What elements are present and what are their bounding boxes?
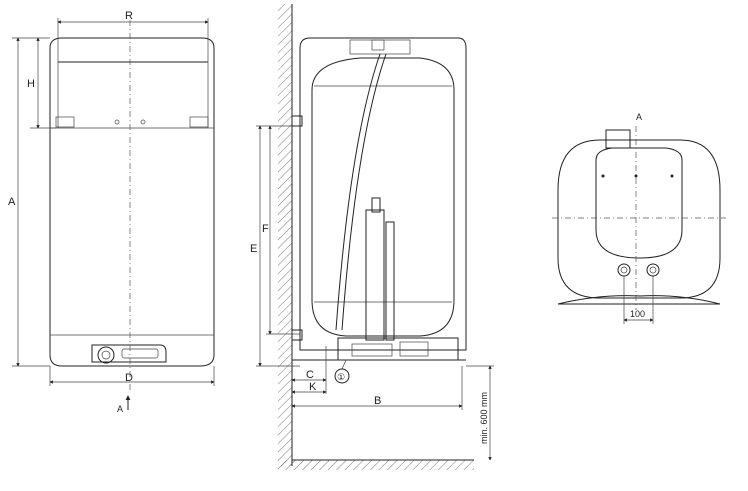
front-heater-body (49, 37, 215, 367)
thermostat-knob-icon (97, 346, 115, 364)
dim-f-label: F (262, 223, 269, 235)
bottom-view: A 100 (552, 112, 726, 324)
thermostat-sheath (385, 221, 395, 341)
hot-outlet-icon (646, 263, 660, 277)
insulation-layer (299, 37, 467, 351)
front-left-bracket (55, 116, 75, 128)
dim-100-label: 100 (630, 309, 645, 319)
lower-wall-bracket (291, 329, 303, 341)
front-view: R H A D A (8, 10, 215, 414)
upper-wall-bracket (291, 115, 303, 127)
dim-r-label: R (125, 10, 133, 22)
bottom-outline (557, 139, 721, 299)
dim-k-label: K (309, 381, 317, 393)
callout-label: ① (337, 372, 345, 382)
floor-hatch (278, 460, 474, 470)
bottom-control-box (605, 129, 631, 149)
hot-water-pipe (335, 53, 381, 331)
dim-c-label: C (306, 369, 314, 381)
cold-inlet-icon (617, 263, 631, 277)
dim-a-label: A (8, 196, 16, 208)
dim-h-label: H (27, 78, 35, 90)
side-view: E F C K ① B min. 600 mm (250, 4, 494, 470)
dim-e-label: E (250, 243, 257, 255)
bottom-base (557, 295, 721, 305)
view-arrow-label: A (117, 404, 123, 414)
heating-element (365, 209, 385, 341)
dim-d-label: D (125, 372, 133, 384)
front-control-panel (91, 344, 167, 364)
bottom-control-assembly (337, 337, 459, 361)
wall-hatch (278, 4, 292, 466)
inner-tank (311, 57, 455, 337)
bottom-view-title: A (636, 112, 642, 122)
bottom-inner-panel (595, 147, 683, 259)
dim-clearance-label: min. 600 mm (479, 392, 489, 444)
front-right-bracket (189, 116, 209, 128)
dim-b-label: B (374, 395, 381, 407)
